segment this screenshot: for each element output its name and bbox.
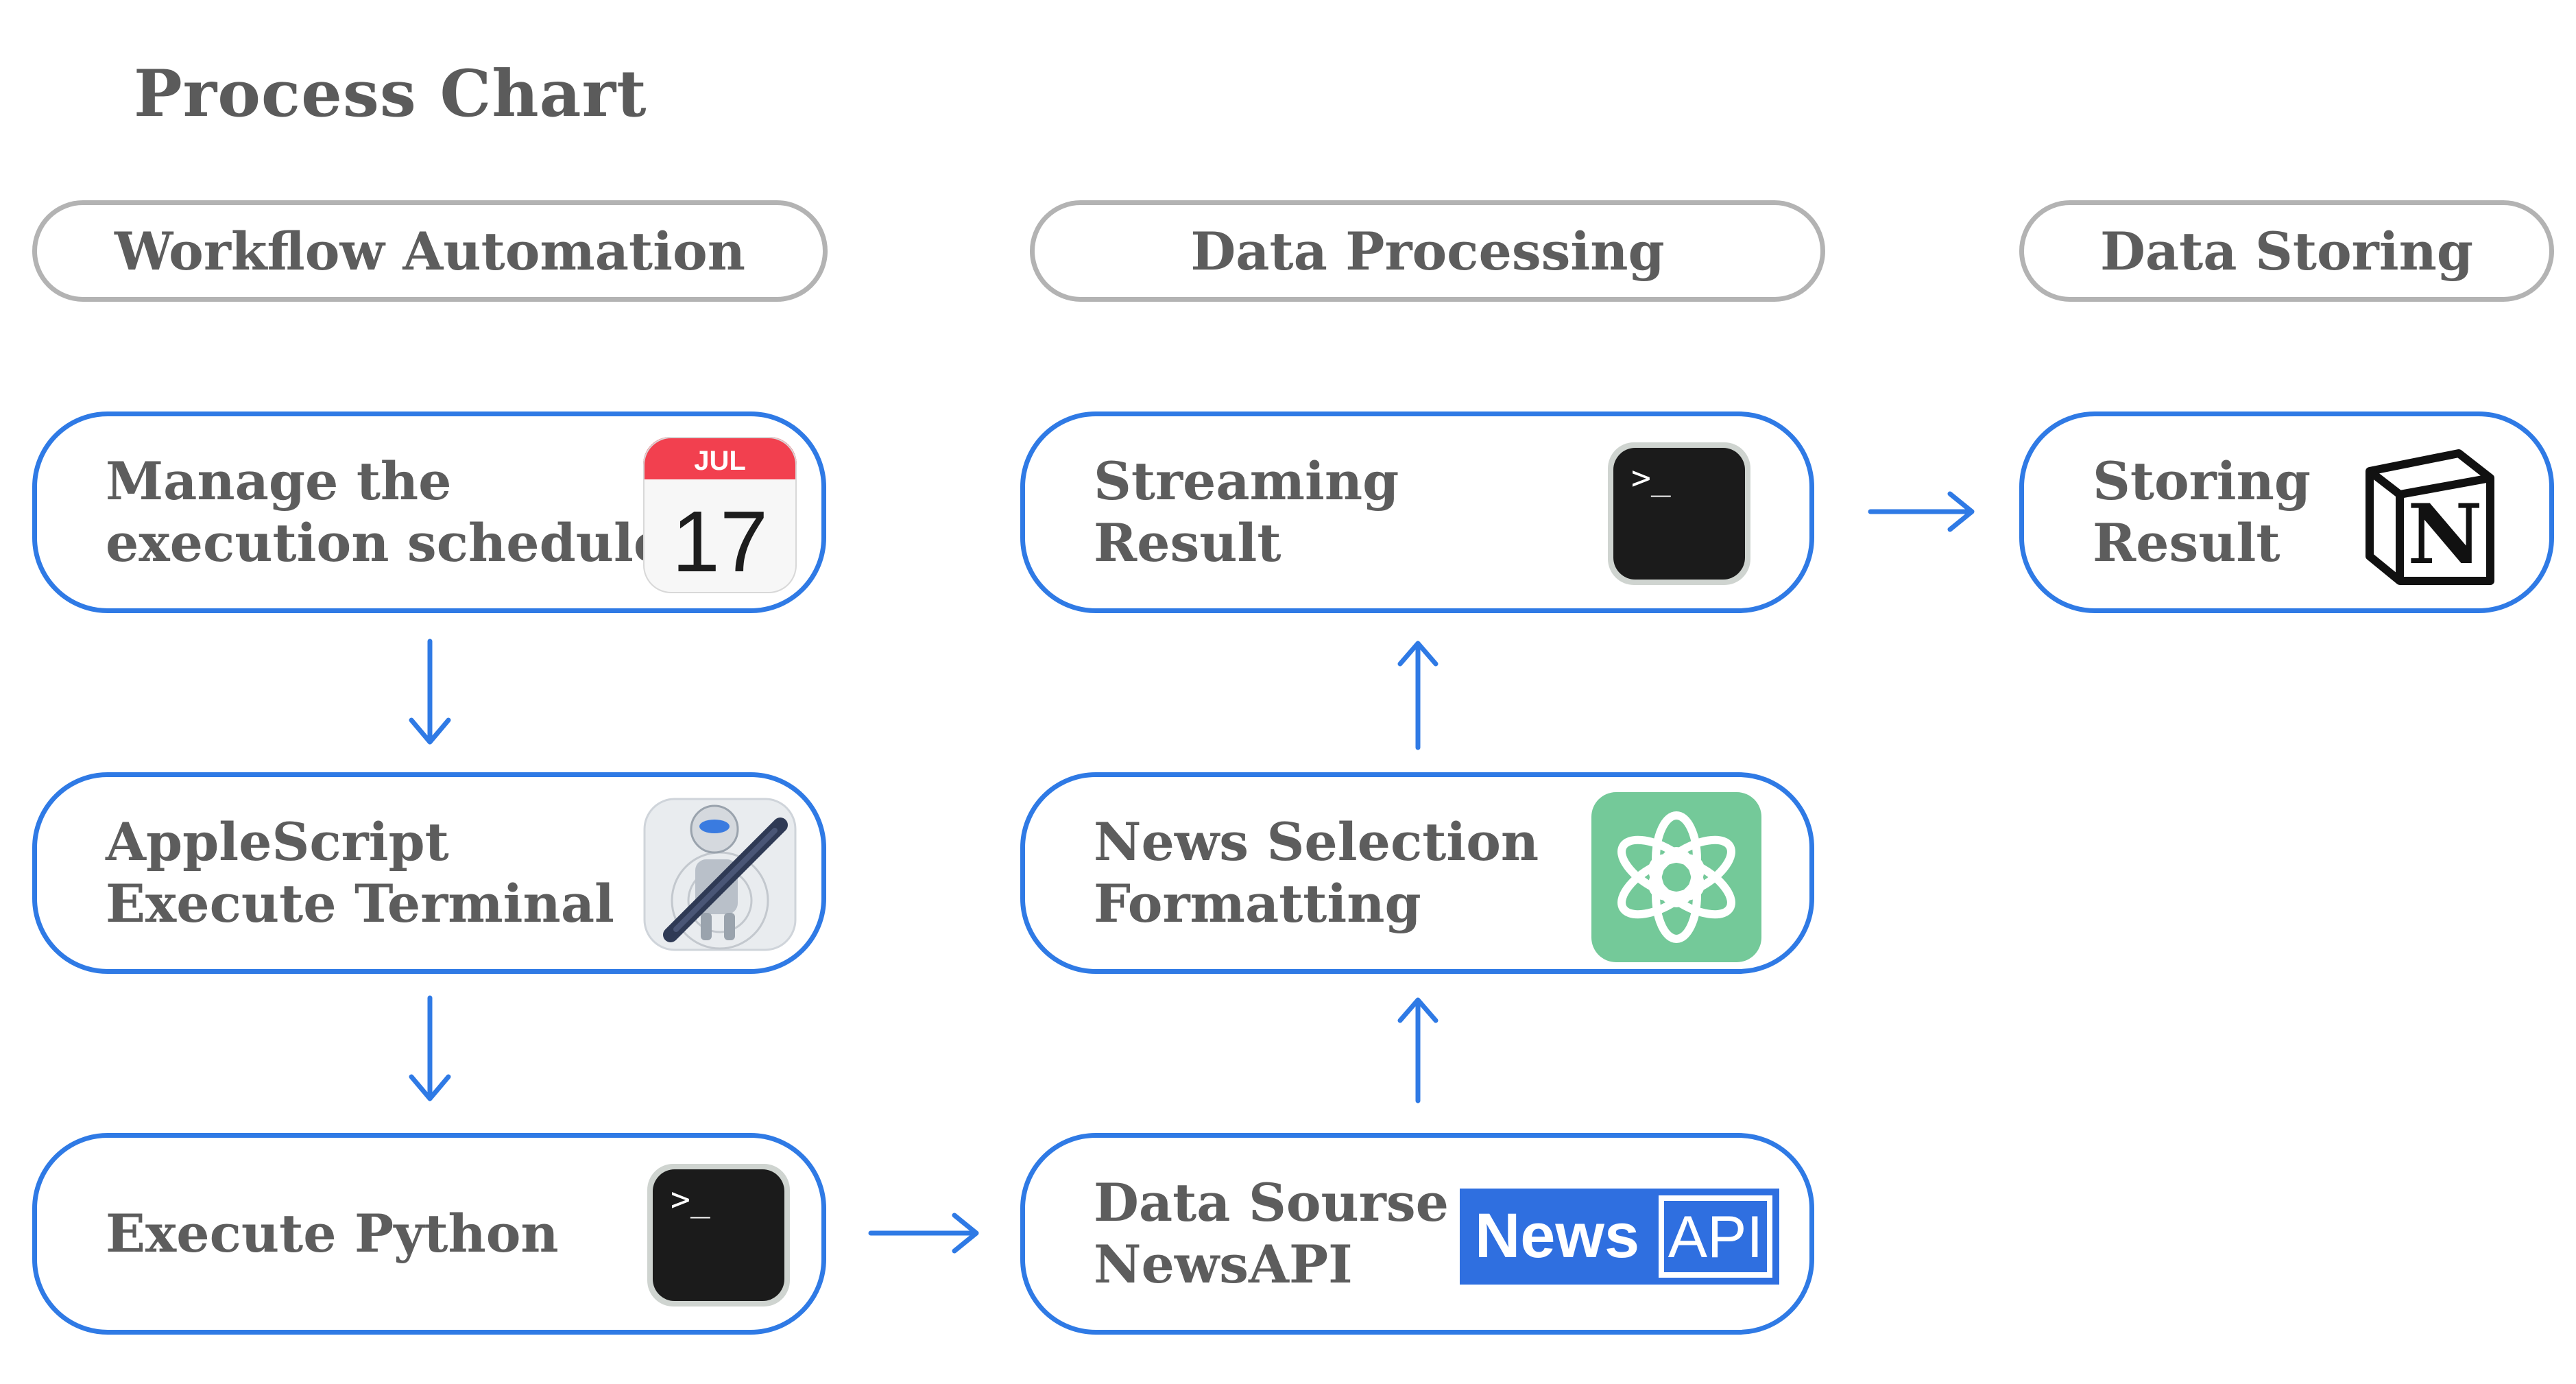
column-header-label: Data Storing bbox=[2100, 220, 2473, 282]
node-label-line: execution schedule bbox=[106, 512, 667, 573]
arrow-down-applescript-to-python bbox=[409, 995, 451, 1101]
node-manage-schedule: Manage the execution schedule JUL 17 bbox=[32, 411, 826, 613]
node-label-line: Formatting bbox=[1094, 873, 1421, 934]
column-header-label: Data Processing bbox=[1190, 220, 1665, 282]
node-label: News Selection Formatting bbox=[1094, 811, 1539, 935]
node-label-line: Result bbox=[2093, 512, 2280, 573]
node-storing-result: Storing Result N bbox=[2019, 411, 2554, 613]
node-label: Storing Result bbox=[2093, 451, 2311, 574]
calendar-month: JUL bbox=[694, 446, 746, 476]
node-label-line: Result bbox=[1094, 512, 1281, 573]
newsapi-logo: News API bbox=[1460, 1189, 1779, 1285]
chatgpt-icon bbox=[1591, 792, 1761, 962]
calendar-icon: JUL 17 bbox=[643, 437, 797, 593]
node-label-line: AppleScript bbox=[106, 811, 449, 872]
terminal-prompt: >_ bbox=[671, 1180, 710, 1219]
column-header-label: Workflow Automation bbox=[115, 220, 745, 282]
calendar-day: 17 bbox=[672, 493, 768, 590]
node-label: Manage the execution schedule bbox=[106, 451, 666, 574]
newsapi-logo-news: News bbox=[1475, 1201, 1639, 1271]
terminal-icon: >_ bbox=[646, 1162, 791, 1308]
node-label: Data Sourse NewsAPI bbox=[1094, 1172, 1449, 1296]
node-applescript: AppleScript Execute Terminal bbox=[32, 772, 826, 974]
node-label-line: Streaming bbox=[1094, 451, 1399, 512]
notion-letter: N bbox=[2407, 486, 2483, 583]
node-news-selection: News Selection Formatting bbox=[1020, 772, 1814, 974]
node-label: Streaming Result bbox=[1094, 451, 1399, 574]
terminal-icon: >_ bbox=[1606, 441, 1752, 586]
arrow-down-manage-to-applescript bbox=[409, 639, 451, 745]
node-label-line: NewsAPI bbox=[1094, 1234, 1353, 1295]
node-data-source: Data Sourse NewsAPI News API bbox=[1020, 1133, 1814, 1335]
node-label-line: Data Sourse bbox=[1094, 1172, 1449, 1233]
arrow-right-streaming-to-storing bbox=[1868, 491, 1975, 532]
node-label-line: Execute Terminal bbox=[106, 873, 614, 934]
node-execute-python: Execute Python >_ bbox=[32, 1133, 826, 1335]
notion-icon: N bbox=[2356, 446, 2497, 588]
terminal-prompt: >_ bbox=[1631, 459, 1671, 497]
column-header-data-storing: Data Storing bbox=[2019, 200, 2554, 302]
node-label-line: Storing bbox=[2093, 451, 2311, 512]
arrow-up-source-to-news bbox=[1397, 997, 1439, 1103]
node-streaming-result: Streaming Result >_ bbox=[1020, 411, 1814, 613]
node-label: AppleScript Execute Terminal bbox=[106, 811, 614, 935]
newsapi-logo-api: API bbox=[1668, 1204, 1764, 1270]
node-label-line: News Selection bbox=[1094, 811, 1539, 872]
automator-icon bbox=[643, 798, 797, 951]
node-label-line: Manage the bbox=[106, 451, 452, 512]
arrow-up-news-to-streaming bbox=[1397, 641, 1439, 750]
column-header-workflow-automation: Workflow Automation bbox=[32, 200, 828, 302]
column-header-data-processing: Data Processing bbox=[1030, 200, 1825, 302]
arrow-right-python-to-source bbox=[868, 1213, 979, 1254]
page-title: Process Chart bbox=[134, 56, 647, 132]
node-label-line: Execute Python bbox=[106, 1203, 559, 1264]
node-label: Execute Python bbox=[106, 1203, 559, 1265]
